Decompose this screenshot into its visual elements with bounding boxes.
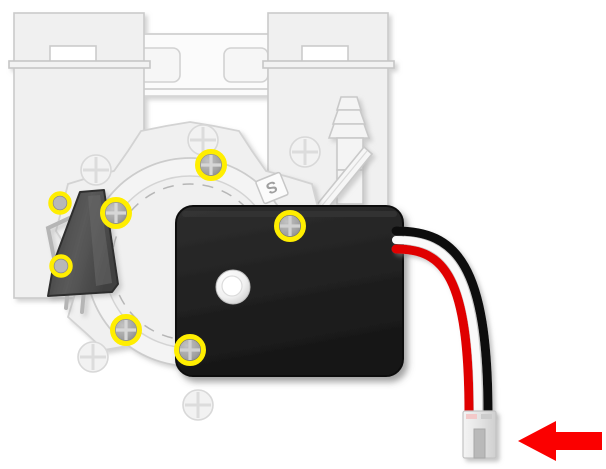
module-screw-bottom[interactable]: [174, 334, 206, 366]
red-wire: [391, 244, 474, 419]
bracket-pin-top[interactable]: [48, 191, 72, 215]
bracket-pin-bottom[interactable]: [49, 254, 73, 278]
module-grommet: [215, 269, 251, 305]
arrow-shape: [518, 421, 602, 461]
center-plate: [134, 33, 276, 97]
bracket-highlight: [88, 195, 112, 286]
ring-top-flange: [195, 149, 227, 181]
black-wire: [391, 226, 493, 419]
label-tag-s: S: [255, 171, 289, 205]
flange-screw-upper-left[interactable]: [100, 197, 132, 229]
gear-rim-screws: [77, 124, 321, 421]
ring-module-bottom: [174, 334, 206, 366]
rim-screw: [289, 136, 321, 168]
rim-screw: [80, 154, 112, 186]
module-body[interactable]: [175, 205, 404, 377]
wire-harness: [391, 226, 493, 419]
flange-screw-top[interactable]: [195, 149, 227, 181]
ring-module-top: [274, 210, 306, 242]
control-module[interactable]: [175, 205, 404, 377]
connector-pin-black: [481, 414, 492, 419]
jst-connector: [462, 410, 497, 459]
connector-latch-slot: [473, 428, 486, 459]
rim-screw: [77, 341, 109, 373]
white-wire: [392, 236, 482, 418]
center-slot-right: [223, 47, 269, 83]
connector-pin-red: [466, 414, 477, 419]
flange-screw-lower-left[interactable]: [110, 314, 142, 346]
ring-bracket-bottom: [49, 254, 73, 278]
ring-left-flange: [100, 197, 132, 229]
module-screw-top[interactable]: [274, 210, 306, 242]
rim-screw: [182, 389, 214, 421]
direction-arrow: [518, 421, 602, 461]
ring-lower-flange: [110, 314, 142, 346]
ring-bracket-top: [48, 191, 72, 215]
